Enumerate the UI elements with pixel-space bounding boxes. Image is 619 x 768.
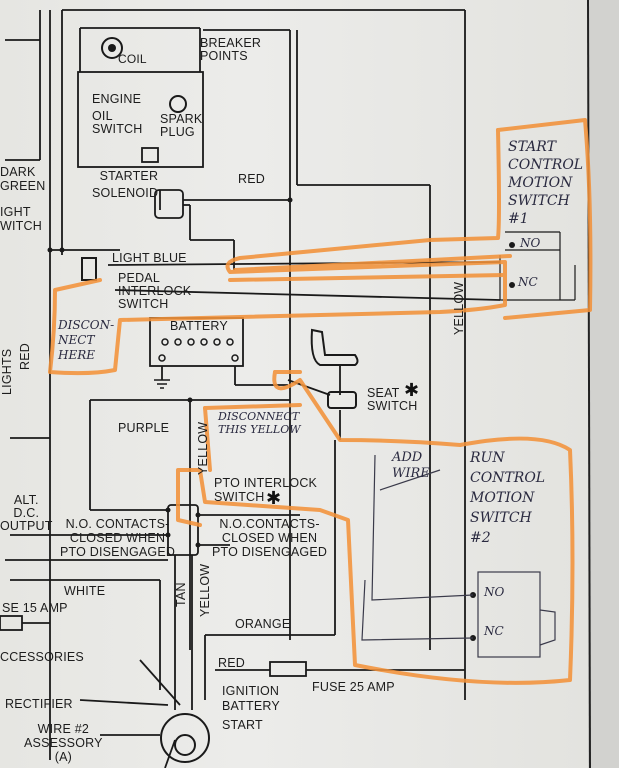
- label-light-blue: LIGHT BLUE: [112, 251, 187, 265]
- paper-edge-line: [587, 0, 591, 768]
- label-pedal-interlock: PEDAL INTERLOCK SWITCH: [118, 271, 192, 311]
- note-nc2: NC: [484, 624, 504, 638]
- label-spark-plug: SPARK PLUG: [160, 112, 203, 139]
- label-ignition: IGNITION: [222, 684, 280, 698]
- orange-highlights: [48, 118, 593, 685]
- spark-plug-symbol: [169, 95, 187, 113]
- label-oil-switch: OIL SWITCH: [92, 109, 143, 136]
- label-no-contacts-left: N.O. CONTACTS- CLOSED WHEN PTO DISENGAGE…: [60, 517, 176, 559]
- label-lights: LIGHTS: [0, 348, 14, 395]
- label-starter-solenoid: STARTER SOLENOID: [92, 169, 159, 200]
- battery-cells: [158, 338, 239, 362]
- label-start: START: [222, 718, 263, 732]
- seat-symbol: [310, 328, 359, 366]
- label-yellow-right: YELLOW: [452, 281, 466, 335]
- pedal-switch-symbol: [81, 257, 97, 281]
- label-tan: TAN: [174, 582, 188, 607]
- printed-wires: [0, 9, 576, 768]
- note-nc1: NC: [518, 275, 538, 289]
- ignition-switch-symbol: [160, 713, 210, 763]
- ground-symbol: [154, 379, 170, 389]
- note-disconnect-here: DISCON- NECT HERE: [58, 318, 115, 362]
- label-alt-dc-output: ALT. D.C. OUTPUT: [0, 493, 53, 533]
- label-light-switch: IGHT WITCH: [0, 205, 42, 233]
- junction-dots: [47, 197, 515, 641]
- label-red-left: RED: [18, 343, 32, 370]
- label-breaker-points: BREAKER POINTS: [200, 36, 262, 63]
- note-add-wire: ADD WIRE: [392, 450, 430, 481]
- label-rectifier: RECTIFIER: [5, 697, 73, 711]
- label-battery: BATTERY: [170, 319, 228, 333]
- label-white: WHITE: [64, 584, 106, 598]
- seat-switch-symbol: [327, 391, 357, 409]
- label-seat-switch: SEAT SWITCH: [367, 386, 418, 413]
- label-orange: ORANGE: [235, 617, 291, 631]
- note-no1: NO: [520, 236, 541, 250]
- label-no-contacts-right: N.O.CONTACTS- CLOSED WHEN PTO DISENGAGED: [212, 517, 328, 559]
- label-dark-green: DARK GREEN: [0, 165, 46, 193]
- pencil-wires: [361, 454, 556, 658]
- label-coil: COIL: [118, 52, 147, 66]
- note-no2: NO: [484, 585, 505, 599]
- label-purple: PURPLE: [118, 421, 170, 435]
- pto-switch-star: ✱: [266, 488, 282, 508]
- paper-edge: [588, 0, 619, 768]
- label-pto-interlock: PTO INTERLOCK SWITCH: [214, 476, 318, 504]
- label-fuse-25: FUSE 25 AMP: [312, 680, 395, 694]
- label-battery-term: BATTERY: [222, 699, 280, 713]
- coil-symbol: [101, 37, 123, 59]
- label-red-bottom: RED: [218, 656, 245, 670]
- note-run-control: RUN CONTROL MOTION SWITCH #2: [470, 450, 546, 546]
- label-fuse-15: SE 15 AMP: [2, 601, 68, 615]
- label-engine: ENGINE: [92, 92, 142, 106]
- label-accessories: CCESSORIES: [0, 650, 84, 664]
- label-red-top: RED: [238, 172, 265, 186]
- note-start-control: START CONTROL MOTION SWITCH #1: [508, 139, 584, 227]
- label-wire2: WIRE #2 ASSESSORY (A): [24, 722, 103, 764]
- label-yellow-mid: YELLOW: [196, 421, 210, 475]
- label-yellow-low: YELLOW: [198, 563, 212, 617]
- seat-switch-star: ✱: [404, 380, 420, 400]
- note-disconnect-yellow: DISCONNECT THIS YELLOW: [218, 410, 301, 436]
